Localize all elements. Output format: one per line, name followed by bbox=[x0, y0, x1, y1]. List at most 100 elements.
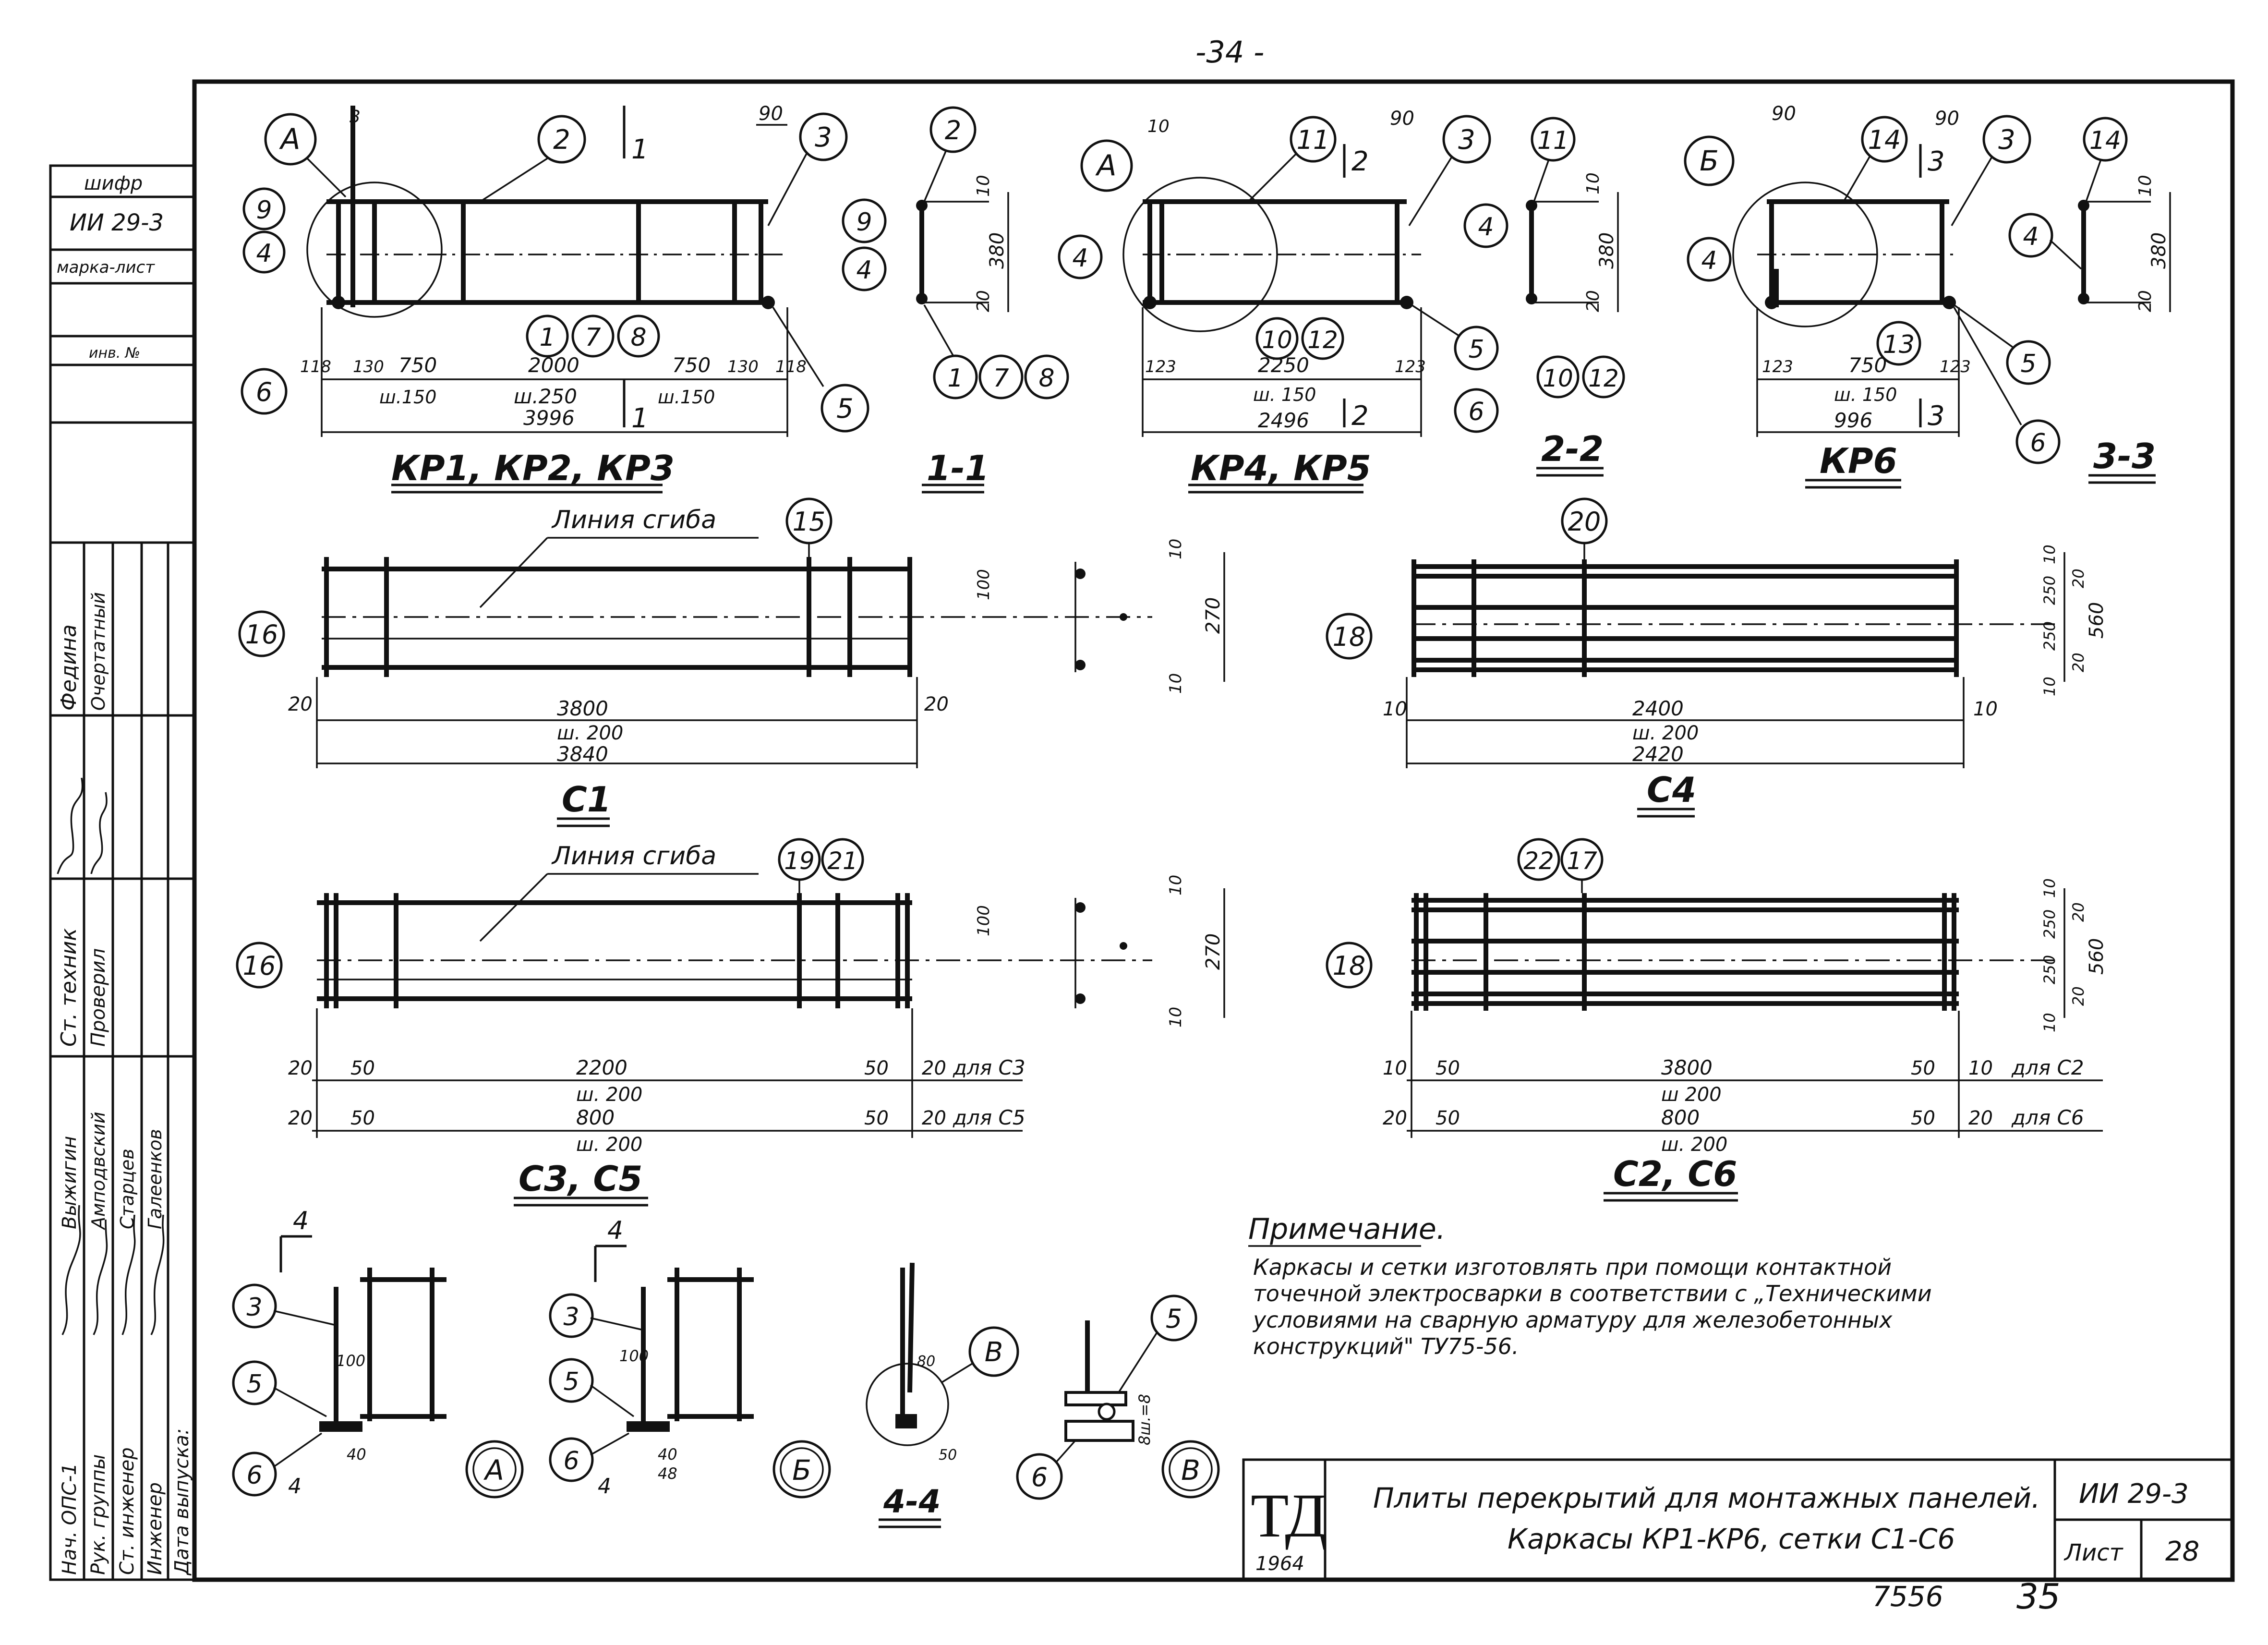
dim: 50 bbox=[350, 1057, 375, 1079]
svg-text:9: 9 bbox=[256, 196, 272, 225]
leader bbox=[1533, 160, 1549, 202]
note-line: условиями на сварную арматуру для железо… bbox=[1252, 1307, 1893, 1333]
dim: 10 bbox=[1973, 698, 1998, 720]
dim: 10 bbox=[1147, 117, 1170, 136]
rod-dot bbox=[2078, 200, 2089, 211]
dim: 20 bbox=[1583, 290, 1603, 312]
dim: 20 bbox=[2069, 986, 2087, 1006]
dim: 80 bbox=[917, 1353, 935, 1370]
sheet-label: Лист bbox=[2063, 1539, 2124, 1566]
callout: 17 bbox=[1560, 838, 1604, 881]
callout: 3 bbox=[1982, 115, 2031, 164]
callout: 21 bbox=[821, 838, 864, 881]
dim-step: ш.150 bbox=[658, 387, 715, 408]
dim: 8ш.=8 bbox=[1135, 1394, 1154, 1445]
svg-text:11: 11 bbox=[1537, 126, 1569, 155]
dim-note: для С6 bbox=[2011, 1106, 2084, 1129]
bottom-right-number: 35 bbox=[2016, 1576, 2061, 1617]
callout: 6 bbox=[549, 1437, 594, 1482]
section-mark-label: 3 bbox=[1928, 146, 1945, 177]
dim: 270 bbox=[1202, 597, 1224, 634]
dim: 4 bbox=[288, 1474, 302, 1499]
dim: 750 bbox=[398, 353, 437, 377]
callout: 18 bbox=[1326, 613, 1373, 660]
dim: 3800 bbox=[557, 697, 608, 720]
callout: A bbox=[264, 113, 317, 166]
svg-text:4: 4 bbox=[1701, 246, 1717, 275]
svg-text:8: 8 bbox=[1038, 364, 1054, 393]
leader bbox=[273, 1432, 323, 1468]
svg-text:Б: Б bbox=[1700, 145, 1719, 177]
dim: 10 bbox=[974, 175, 993, 197]
dim: 2200 bbox=[576, 1056, 627, 1079]
dim: 20 bbox=[288, 693, 313, 715]
dim: 123 bbox=[1145, 357, 1176, 376]
dim: 20 bbox=[2135, 290, 2155, 312]
dim: 10 bbox=[2040, 677, 2059, 696]
callout: 5 bbox=[820, 384, 869, 433]
mesh-c3-c5: Линия сгиба 20 50 2200 50 20 для С3 ш. 2… bbox=[236, 838, 1225, 1207]
svg-text:5: 5 bbox=[1468, 335, 1484, 364]
svg-text:4: 4 bbox=[256, 239, 272, 268]
dim: 90 bbox=[1935, 108, 1959, 130]
leader bbox=[590, 1317, 644, 1331]
dim: 2000 bbox=[528, 353, 579, 377]
svg-text:6: 6 bbox=[1031, 1462, 1048, 1492]
note-line: конструкций" ТУ75-56. bbox=[1253, 1333, 1519, 1359]
dim-step: ш.250 bbox=[514, 385, 577, 408]
dim-total: 3996 bbox=[523, 406, 575, 430]
section-title: 3-3 bbox=[2093, 436, 2156, 476]
leader bbox=[1411, 304, 1460, 337]
callout: B bbox=[968, 1326, 1019, 1377]
signature-scribble bbox=[57, 777, 84, 874]
svg-text:A: A bbox=[483, 1454, 504, 1487]
dim-step: ш. 200 bbox=[557, 722, 623, 744]
rod-section bbox=[1098, 1403, 1116, 1421]
dim-total: 996 bbox=[1834, 409, 1872, 432]
detail-label: Б bbox=[772, 1440, 831, 1499]
svg-text:16: 16 bbox=[243, 951, 276, 981]
dim: 90 bbox=[1390, 108, 1414, 130]
leader bbox=[1843, 156, 1871, 202]
leader bbox=[923, 151, 947, 202]
dim: 50 bbox=[1911, 1057, 1935, 1079]
callout: 6 bbox=[2015, 419, 2061, 464]
callout: 14 bbox=[2083, 117, 2128, 162]
dim-note: для С5 bbox=[953, 1106, 1025, 1129]
svg-text:20: 20 bbox=[1568, 507, 1601, 537]
svg-text:18: 18 bbox=[1333, 951, 1366, 981]
svg-text:5: 5 bbox=[246, 1370, 262, 1399]
stamp-ochertatel: Очертатный bbox=[88, 592, 109, 711]
dim-note: для С3 bbox=[953, 1056, 1025, 1079]
note-block: Примечание. Каркасы и сетки изготовлять … bbox=[1248, 1212, 1932, 1359]
dim-total: 3840 bbox=[557, 742, 608, 766]
detail-label: A bbox=[465, 1440, 524, 1499]
dim: 10 bbox=[1383, 1057, 1407, 1079]
svg-text:14: 14 bbox=[2089, 126, 2121, 155]
svg-text:18: 18 bbox=[1333, 622, 1366, 652]
detail-circle bbox=[1122, 177, 1278, 332]
section-title: 4-4 bbox=[883, 1483, 941, 1520]
callout: 5 bbox=[1454, 326, 1499, 371]
dim: 800 bbox=[1661, 1106, 1700, 1129]
detail-circle bbox=[306, 181, 443, 318]
callout: 5 bbox=[549, 1358, 594, 1403]
svg-text:12: 12 bbox=[1307, 326, 1338, 354]
leader bbox=[1118, 1332, 1158, 1393]
svg-text:5: 5 bbox=[1166, 1304, 1182, 1334]
svg-text:16: 16 bbox=[245, 619, 278, 650]
leader bbox=[772, 307, 824, 387]
signature-scribble bbox=[150, 1214, 165, 1335]
bottom-left-number: 7556 bbox=[1872, 1580, 1943, 1613]
title-year: 1964 bbox=[1255, 1553, 1304, 1575]
dim: 2400 bbox=[1632, 697, 1684, 720]
title-line1: Плиты перекрытий для монтажных панелей. bbox=[1373, 1482, 2040, 1514]
drawing-frame bbox=[192, 79, 2235, 1582]
dim: 560 bbox=[2086, 602, 2108, 639]
dim: 50 bbox=[939, 1447, 957, 1464]
dim-step: ш. 150 bbox=[1253, 384, 1316, 405]
dim: 20 bbox=[288, 1107, 313, 1129]
callout: 6 bbox=[1016, 1453, 1063, 1500]
section-mark-label: 3 bbox=[1928, 400, 1945, 432]
